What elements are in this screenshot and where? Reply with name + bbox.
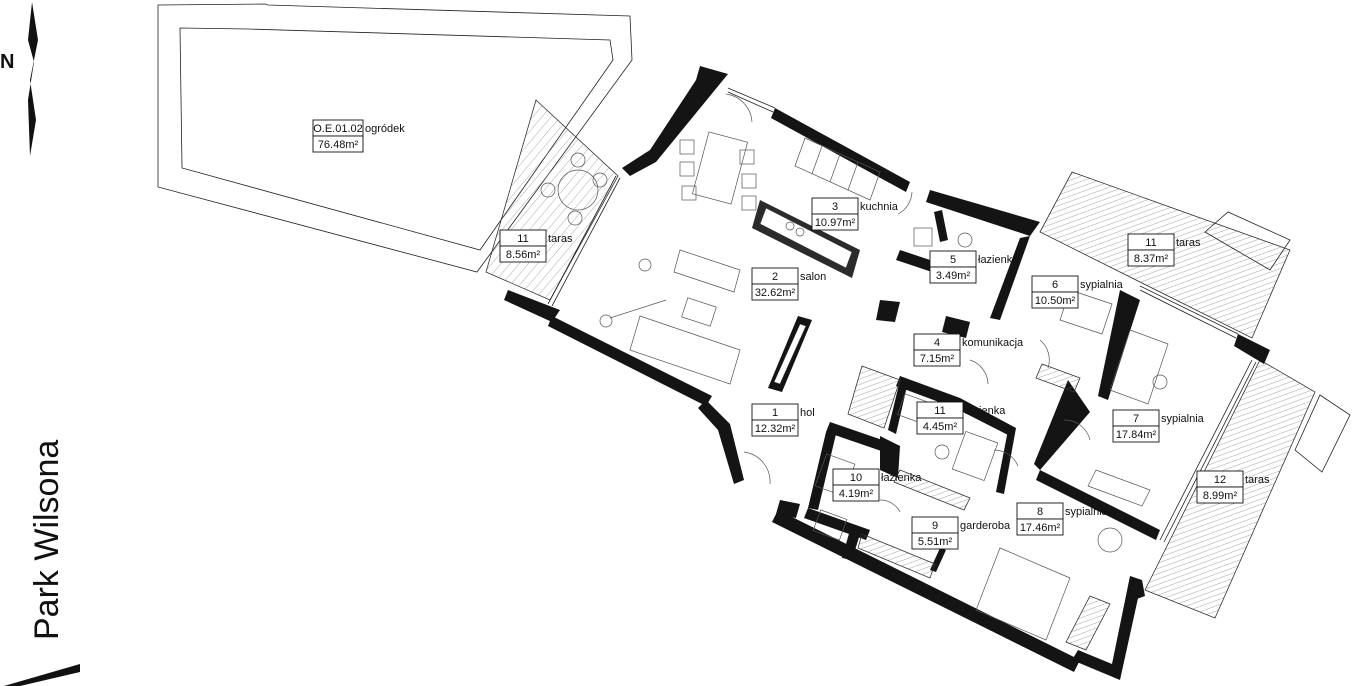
room-label-garden: O.E.01.02 76.48m² ogródek (312, 119, 405, 153)
wardrobe-shelves (847, 363, 1111, 651)
room-area: 17.84m² (1116, 429, 1157, 441)
room-area: 8.56m² (506, 249, 541, 261)
bathroom-fixtures (812, 227, 999, 541)
bedroom-furniture (975, 289, 1169, 641)
room-area: 32.62m² (755, 287, 796, 299)
room-area: 7.15m² (920, 353, 955, 365)
room-name: salon (800, 271, 826, 283)
room-name: taras (548, 233, 573, 245)
terrace-east (1144, 359, 1351, 619)
room-area-box (1016, 518, 1064, 536)
room-number: 8 (1037, 506, 1043, 518)
room-number: 1 (772, 407, 778, 419)
room-area: 8.37m² (1134, 253, 1169, 265)
room-area: 12.32m² (755, 423, 796, 435)
room-label-bed-8: 8 17.46m² sypialnia (1016, 502, 1109, 536)
room-name: łazienka (881, 472, 922, 484)
room-number: 12 (1214, 474, 1226, 486)
north-arrow-icon: N (0, 2, 38, 156)
room-number: 2 (772, 271, 778, 283)
room-name: komunikacja (962, 337, 1024, 349)
room-number: 9 (932, 520, 938, 532)
room-name: łazienka (965, 405, 1006, 417)
room-area-box (1196, 486, 1244, 504)
room-number: 4 (934, 337, 940, 349)
room-name: taras (1245, 474, 1270, 486)
room-area-box (499, 245, 547, 263)
room-name: sypialnia (1080, 279, 1124, 291)
kitchen-furniture (752, 137, 881, 392)
room-name: sypialnia (1161, 413, 1205, 425)
door-swings (725, 93, 1091, 513)
room-number: O.E.01.02 (313, 123, 363, 135)
interior-walls (776, 210, 1160, 572)
room-label-hall: 1 12.32m² hol (751, 403, 815, 437)
room-label-living: 2 32.62m² salon (751, 267, 826, 301)
room-number: 11 (517, 233, 528, 245)
north-label: N (0, 51, 14, 73)
room-area-box (312, 135, 364, 153)
room-area-box (832, 484, 880, 502)
room-number: 10 (850, 472, 862, 484)
room-area-box (929, 266, 977, 284)
room-area: 17.46m² (1020, 522, 1061, 534)
room-label-bath-5: 5 3.49m² łazienka (929, 250, 1019, 284)
room-area-box (1112, 425, 1160, 443)
room-area-box (811, 213, 859, 231)
room-name: taras (1176, 237, 1201, 249)
room-number: 5 (950, 254, 956, 266)
room-area: 4.45m² (923, 421, 958, 433)
room-number: 11 (934, 405, 945, 417)
room-name: garderoba (960, 520, 1011, 532)
street-label: Park Wilsona (28, 440, 66, 640)
room-number: 11 (1145, 237, 1156, 249)
room-area: 10.50m² (1035, 295, 1076, 307)
room-number: 7 (1133, 413, 1139, 425)
room-label-taras-west: 11 8.56m² taras (499, 229, 573, 263)
room-labels: O.E.01.02 76.48m² ogródek 11 8.56m² taras 3 10.… (312, 119, 1270, 550)
dining-table (679, 131, 757, 211)
room-area-box (916, 417, 964, 435)
room-area-box (913, 349, 961, 367)
room-label-taras-east: 12 8.99m² taras (1196, 470, 1270, 504)
room-name: łazienka (978, 254, 1019, 266)
living-furniture (599, 249, 741, 385)
room-area: 3.49m² (936, 270, 971, 282)
room-area: 76.48m² (318, 139, 359, 151)
compass-wedge-icon (4, 664, 80, 686)
room-label-wardrobe: 9 5.51m² garderoba (911, 516, 1011, 550)
room-label-bed-7: 7 17.84m² sypialnia (1112, 409, 1205, 443)
windows (547, 87, 1257, 543)
room-label-bath-10: 10 4.19m² łazienka (832, 468, 922, 502)
room-label-taras-north: 11 8.37m² taras (1127, 233, 1201, 267)
room-number: 6 (1052, 279, 1058, 291)
room-area: 10.97m² (815, 217, 856, 229)
room-name: ogródek (365, 123, 405, 135)
room-name: sypialnia (1065, 506, 1109, 518)
room-number: 3 (832, 201, 838, 213)
room-name: hol (800, 407, 815, 419)
room-area-box (1127, 249, 1175, 267)
room-area-box (1031, 291, 1079, 309)
room-area: 8.99m² (1203, 490, 1238, 502)
room-name: kuchnia (860, 201, 899, 213)
room-label-bed-6: 6 10.50m² sypialnia (1031, 275, 1124, 309)
room-label-corridor: 4 7.15m² komunikacja (913, 333, 1024, 367)
garden-area (157, 3, 633, 273)
room-area-box (751, 419, 799, 437)
terrace-west (485, 99, 619, 301)
room-label-bath-11: 11 4.45m² łazienka (916, 401, 1006, 435)
room-area: 4.19m² (839, 488, 874, 500)
room-label-kitchen: 3 10.97m² kuchnia (811, 197, 899, 231)
room-area-box (911, 532, 959, 550)
room-area: 5.51m² (918, 536, 953, 548)
room-area-box (751, 283, 799, 301)
